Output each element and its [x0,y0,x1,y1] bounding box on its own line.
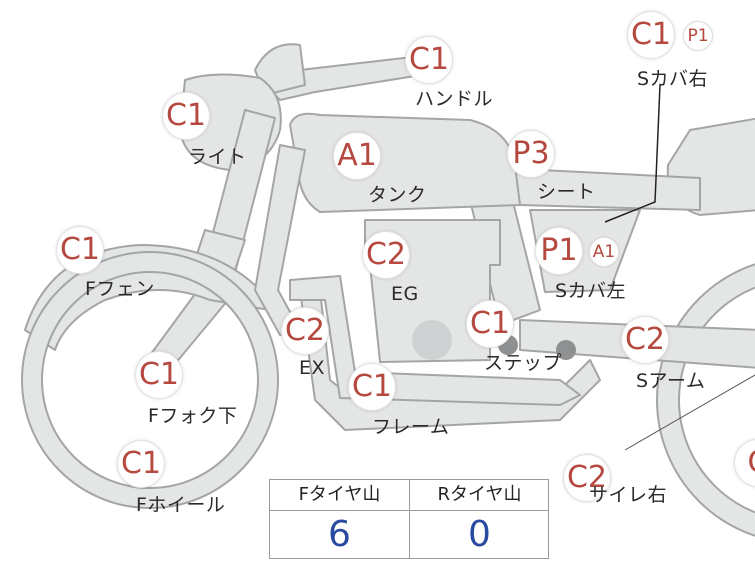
badge-light-c1: C1 [163,93,209,139]
label-seat: シート [537,181,596,203]
front-tire-header: Fタイヤ山 [270,480,409,511]
label-light: ライト [188,146,247,168]
label-swing-arm: Sアーム [636,370,706,392]
badge-side-cover-left-a1: A1 [590,238,618,266]
badge-side-cover-right-c1: C1 [628,12,674,58]
label-side-cover-left: Sカバ左 [555,280,627,302]
label-frame: フレーム [372,416,450,438]
table-divider [409,480,410,558]
badge-step-c1: C1 [467,301,513,347]
label-tank: タンク [368,184,427,206]
badge-front-fender-c1: C1 [57,227,103,273]
engine-cover-shape [412,320,452,360]
label-front-fender: Fフェン [85,278,155,300]
badge-side-cover-left-p1: P1 [536,228,582,274]
rear-tire-header: Rタイヤ山 [410,480,549,511]
badge-engine-c2: C2 [363,232,409,278]
label-engine: EG [391,283,419,305]
label-front-wheel: Fホイール [136,494,226,516]
label-silencer-right: サイレ右 [589,484,668,506]
badge-front-wheel-c1: C1 [118,441,164,487]
front-tire-value: 6 [328,514,351,555]
badge-rear-partial: C [735,440,755,486]
label-step: ステップ [484,352,563,374]
label-front-fork-lower: Fフォク下 [148,405,238,427]
leader-line-side-cover-right [604,84,661,223]
badge-side-cover-right-p1: P1 [684,22,712,50]
badge-tank-a1: A1 [334,133,380,179]
badge-swing-arm-c2: C2 [622,317,668,363]
badge-handle-c1: C1 [406,37,452,83]
badge-seat-p3: P3 [508,131,554,177]
badge-exhaust-c2: C2 [282,308,328,354]
leader-line-silencer [624,374,755,451]
label-side-cover-right: Sカバ右 [637,68,709,90]
label-exhaust: EX [299,357,326,379]
badge-frame-c1: C1 [349,364,395,410]
badge-front-fork-lower-c1: C1 [136,352,182,398]
rear-tire-value: 0 [468,514,491,555]
label-handle: ハンドル [415,88,494,110]
step-peg-right [556,340,576,360]
tire-tread-table: Fタイヤ山 Rタイヤ山 6 0 [269,479,549,559]
badge-silencer-right-c2: C2 [564,455,610,501]
